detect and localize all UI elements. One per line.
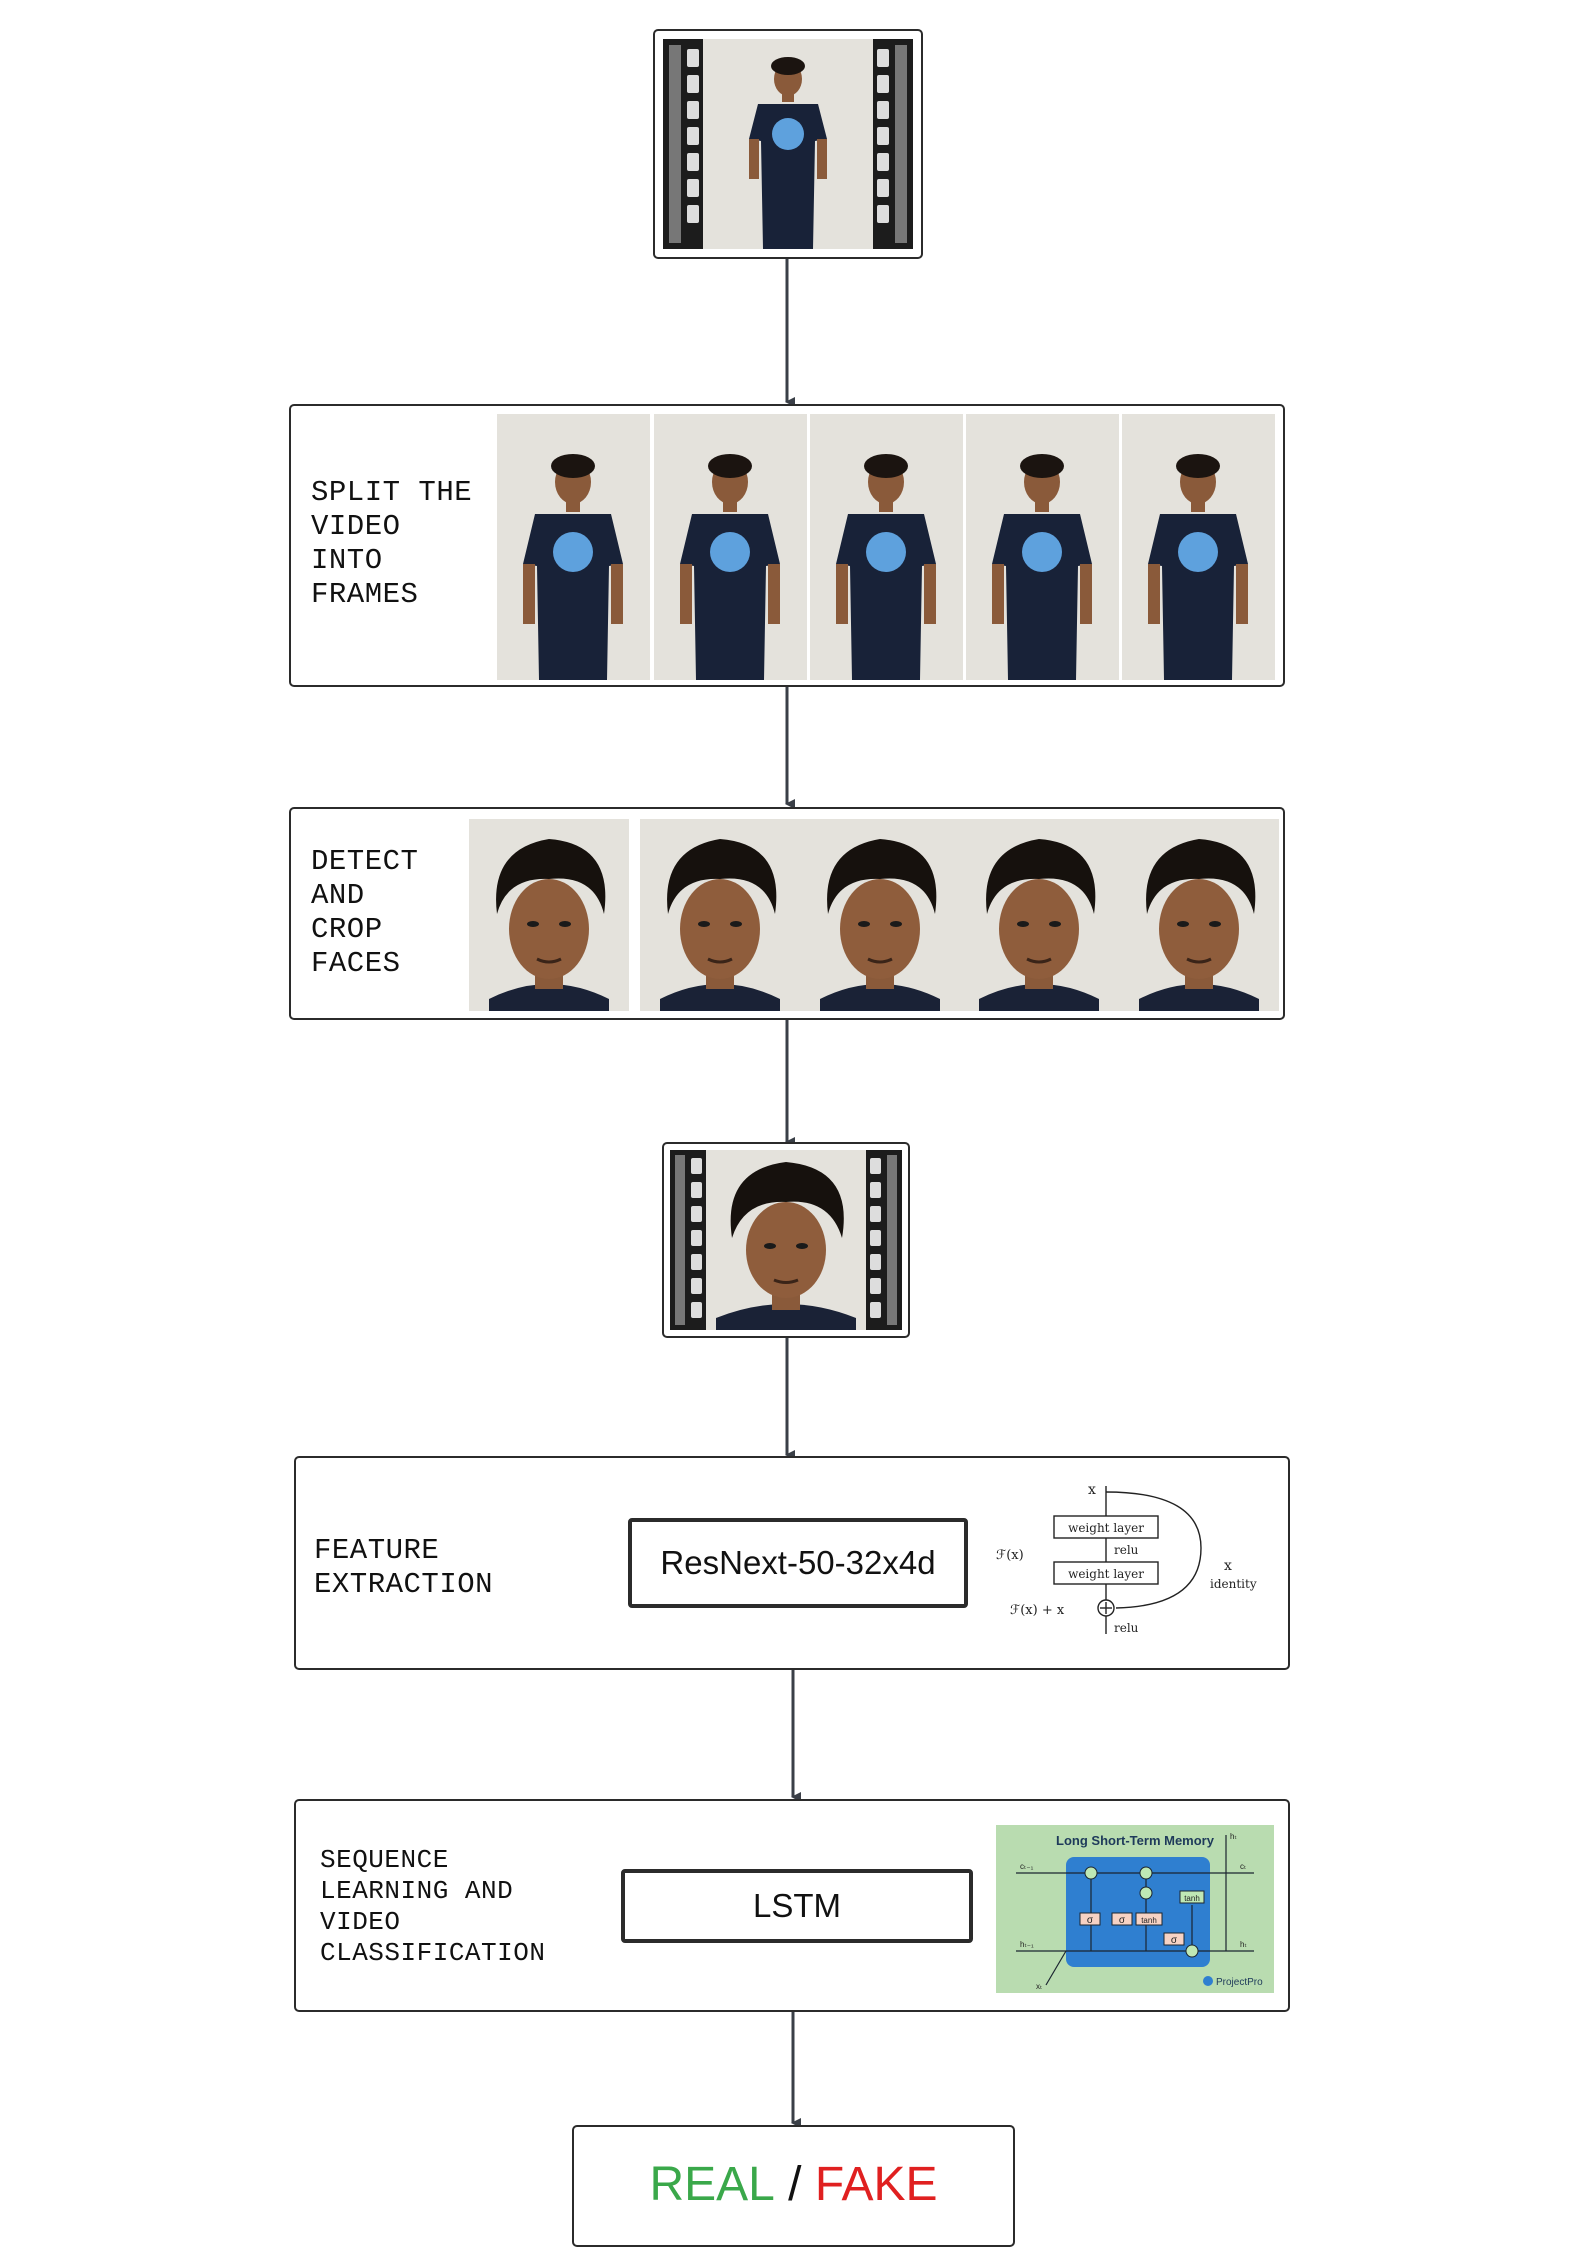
res-weight-layer-1: weight layer: [1068, 1521, 1144, 1535]
output-fake: FAKE: [814, 2158, 938, 2211]
lstm-h-out: hₜ: [1240, 1940, 1247, 1949]
video-frames-strip: [497, 414, 1275, 680]
face-film-sprockets-right-icon: [870, 1155, 897, 1325]
res-x-side: x: [1224, 1558, 1232, 1574]
frame-5-image: [1122, 414, 1275, 680]
input-video-frame: [653, 29, 923, 259]
lstm-tanh-cell: tanh: [1184, 1894, 1200, 1903]
frame-4-image: [966, 414, 1119, 680]
projectpro-logo-icon: [1203, 1976, 1213, 1986]
resnext-model-box: ResNext-50-32x4d: [628, 1518, 968, 1608]
lstm-gate-tanh: tanh: [1141, 1916, 1157, 1925]
face-film-strip-right: [866, 1150, 902, 1330]
film-strip-left: [663, 39, 703, 249]
face-4-image: [957, 819, 1121, 1011]
lstm-gate-output: σ: [1171, 1935, 1178, 1946]
lstm-h-in: hₜ₋₁: [1020, 1940, 1034, 1949]
lstm-cell-diagram: Long Short-Term Memory σ σ tanh σ tanh c…: [996, 1825, 1274, 1993]
detect-faces-label: DETECT AND CROP FACES: [311, 845, 419, 980]
frame-2-image: [654, 414, 807, 680]
output-result: REAL / FAKE: [572, 2127, 1015, 2242]
lstm-h-top: hₜ: [1230, 1832, 1237, 1841]
step-detect-faces: DETECT AND CROP FACES: [289, 807, 1285, 1020]
face-video-frame: [662, 1142, 910, 1338]
lstm-gate-forget: σ: [1087, 1915, 1094, 1926]
residual-block-diagram: x weight layer relu weight layer ℱ(x) ℱ(…: [996, 1482, 1257, 1635]
lstm-c-out: cₜ: [1240, 1862, 1246, 1871]
face-film-sprockets-left-icon: [675, 1155, 702, 1325]
res-weight-layer-2: weight layer: [1068, 1567, 1144, 1581]
face-2-image: [638, 819, 802, 1011]
face-5-image: [1117, 819, 1279, 1011]
lstm-model-box: LSTM: [621, 1869, 973, 1943]
step-split-frames: SPLIT THE VIDEO INTO FRAMES: [289, 404, 1285, 687]
frame-1-image: [497, 414, 650, 680]
res-fx-plus-x-label: ℱ(x) + x: [1010, 1603, 1065, 1618]
res-relu-2: relu: [1114, 1621, 1139, 1635]
output-separator: /: [774, 2158, 815, 2211]
face-1-image: [469, 819, 631, 1011]
feature-extraction-label: FEATURE EXTRACTION: [314, 1534, 494, 1601]
film-sprockets-left-icon: [669, 45, 699, 243]
step-feature-extraction: FEATURE EXTRACTION ResNext-50-32x4d x we…: [294, 1456, 1290, 1670]
face-video-image: [706, 1150, 866, 1330]
res-x-top: x: [1088, 1482, 1096, 1498]
lstm-brand: ProjectPro: [1216, 1977, 1263, 1988]
face-3-image: [798, 819, 962, 1011]
lstm-x-in: xₜ: [1036, 1982, 1042, 1991]
output-real: REAL: [649, 2158, 775, 2211]
person-full-body-image: [703, 39, 873, 249]
lstm-gate-input: σ: [1119, 1915, 1126, 1926]
lstm-diagram-title: Long Short-Term Memory: [1056, 1833, 1215, 1848]
frame-3-image: [810, 414, 963, 680]
film-strip-right: [873, 39, 913, 249]
cropped-faces-strip: [469, 819, 1279, 1011]
split-frames-label: SPLIT THE VIDEO INTO FRAMES: [311, 476, 473, 611]
res-fx-label: ℱ(x): [996, 1548, 1024, 1563]
res-relu-1: relu: [1114, 1543, 1139, 1557]
lstm-c-in: cₜ₋₁: [1020, 1862, 1034, 1871]
film-sprockets-right-icon: [877, 45, 907, 243]
sequence-learning-label: SEQUENCE LEARNING AND VIDEO CLASSIFICATI…: [320, 1845, 546, 1968]
step-sequence-learning: SEQUENCE LEARNING AND VIDEO CLASSIFICATI…: [294, 1799, 1290, 2012]
face-film-strip-left: [670, 1150, 706, 1330]
res-identity-label: identity: [1210, 1577, 1257, 1591]
output-box: [572, 2125, 1015, 2247]
